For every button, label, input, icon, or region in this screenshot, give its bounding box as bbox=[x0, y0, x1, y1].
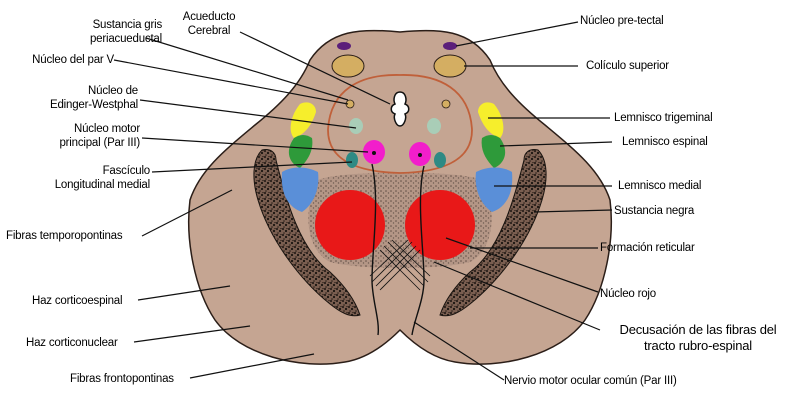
trigeminal-mesencephalic-nucleus-right bbox=[441, 99, 451, 109]
label-acueducto: Acueducto Cerebral bbox=[182, 11, 236, 37]
label-nucleo-pretectal: Núcleo pre-tectal bbox=[580, 15, 664, 27]
label-lemnisco-medial: Lemnisco medial bbox=[618, 180, 702, 192]
trigeminal-lemniscus-left bbox=[290, 102, 316, 138]
label-nucleo-motor: Núcleo motor principal (Par III) bbox=[59, 123, 140, 149]
label-decusacion: Decusación de las fibras del tracto rubr… bbox=[619, 322, 777, 353]
oculomotor-nucleus-dot-right bbox=[418, 153, 422, 157]
pretectal-nucleus-right bbox=[443, 42, 457, 50]
medial-lemniscus-left bbox=[281, 167, 319, 212]
label-lemnisco-trigeminal: Lemnisco trigeminal bbox=[614, 112, 713, 124]
label-haz-corticonuclear: Haz corticonuclear bbox=[26, 337, 118, 349]
medial-longitudinal-fasciculus-right bbox=[434, 152, 446, 168]
red-nucleus-left bbox=[315, 190, 385, 260]
spinal-lemniscus-left bbox=[288, 135, 313, 168]
oculomotor-nerve-fibers bbox=[371, 163, 425, 336]
red-nucleus-right bbox=[405, 190, 475, 260]
medial-lemniscus-right bbox=[475, 167, 513, 212]
label-fibras-temporopontinas: Fibras temporopontinas bbox=[6, 230, 123, 242]
periaqueductal-gray-ring bbox=[327, 74, 473, 174]
label-nervio-motor: Nervio motor ocular común (Par III) bbox=[504, 375, 677, 387]
superior-colliculus-right bbox=[433, 54, 467, 78]
cerebral-aqueduct bbox=[390, 91, 410, 127]
label-fasciculo: Fascículo Longitudinal medial bbox=[54, 165, 151, 191]
oculomotor-nucleus-dot-left bbox=[372, 151, 376, 155]
label-sustancia-negra: Sustancia negra bbox=[614, 205, 695, 217]
label-lemnisco-espinal: Lemnisco espinal bbox=[622, 136, 708, 148]
spinal-lemniscus-right bbox=[481, 135, 506, 168]
trigeminal-lemniscus-right bbox=[478, 102, 504, 138]
edinger-westphal-nucleus-left bbox=[349, 118, 363, 134]
substantia-nigra-left bbox=[253, 149, 361, 317]
edinger-westphal-nucleus-right bbox=[427, 118, 441, 134]
label-coliculo-superior: Colículo superior bbox=[586, 60, 669, 72]
label-formacion-reticular: Formación reticular bbox=[600, 242, 695, 254]
superior-colliculus-left bbox=[331, 54, 365, 78]
leader-lines bbox=[113, 21, 613, 381]
pretectal-nucleus-left bbox=[337, 42, 351, 50]
medial-longitudinal-fasciculus-left bbox=[346, 152, 358, 168]
substantia-nigra-right bbox=[439, 149, 547, 317]
label-sustancia-gris: Sustancia gris periacueductal bbox=[89, 19, 162, 45]
label-nucleo-rojo: Núcleo rojo bbox=[600, 288, 656, 300]
label-nucleo-par-v: Núcleo del par V bbox=[32, 54, 114, 66]
label-fibras-frontopontinas: Fibras frontopontinas bbox=[70, 373, 174, 385]
rubrospinal-decussation bbox=[369, 239, 431, 291]
label-haz-corticoespinal: Haz corticoespinal bbox=[32, 295, 123, 307]
label-edinger-westphal: Núcleo de Edinger-Westphal bbox=[50, 85, 138, 111]
